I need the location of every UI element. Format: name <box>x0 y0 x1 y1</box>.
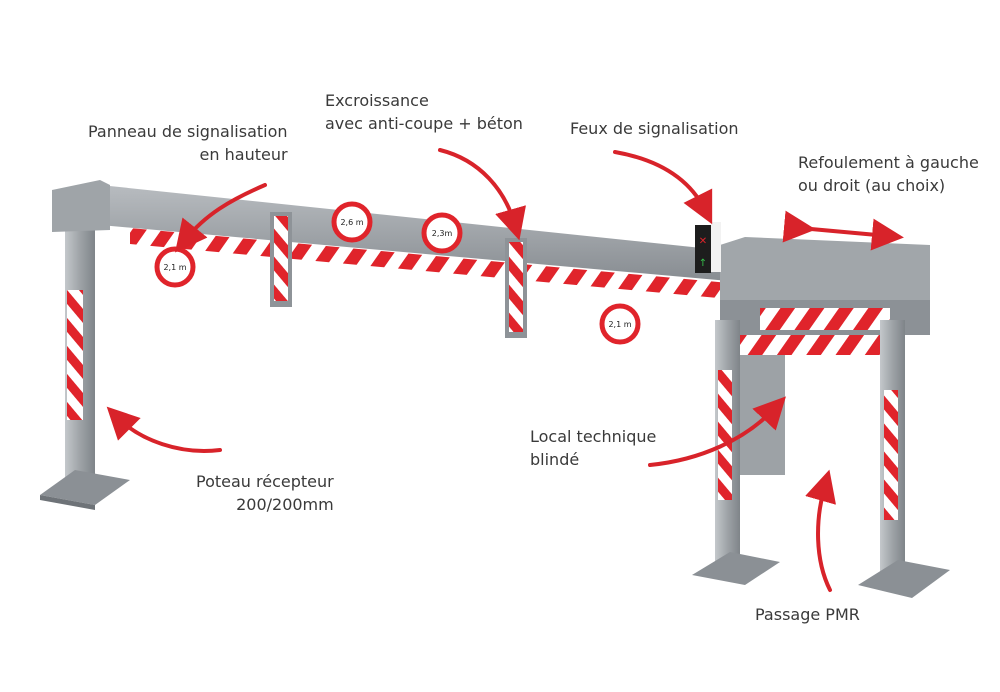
label-refoulement-line2: ou droit (au choix) <box>798 176 946 195</box>
sign-1: 2,1 m <box>154 246 196 288</box>
main-beam <box>52 180 740 300</box>
label-passage: Passage PMR <box>755 603 860 626</box>
label-poteau-line1: Poteau récepteur <box>196 472 334 491</box>
sign-label-sign4: 2,1 m <box>608 320 631 329</box>
arrow-panneau <box>175 183 267 253</box>
sign-4: 2,1 m <box>599 303 641 345</box>
label-excroissance-line1: Excroissance <box>325 91 429 110</box>
svg-text:↑: ↑ <box>699 258 707 269</box>
sign-label-sign2: 2,6 m <box>340 218 363 227</box>
label-refoulement-line1: Refoulement à gauche <box>798 153 979 172</box>
label-excroissance-line2: avec anti-coupe + béton <box>325 114 523 133</box>
label-poteau-line2: 200/200mm <box>236 495 334 514</box>
sign-2: 2,6 m <box>331 201 373 243</box>
sign-3: 2,3m <box>421 212 463 254</box>
traffic-light: ✕ ↑ <box>695 222 721 273</box>
arrow-passage <box>805 469 836 592</box>
label-refoulement: Refoulement à gauche ou droit (au choix) <box>798 151 979 197</box>
label-local-line1: Local technique <box>530 427 657 446</box>
label-local-line2: blindé <box>530 450 580 469</box>
label-panneau-line2: en hauteur <box>199 145 288 164</box>
label-local: Local technique blindé <box>530 425 656 471</box>
arrow-poteau <box>106 406 222 453</box>
svg-text:✕: ✕ <box>699 236 707 247</box>
label-feux: Feux de signalisation <box>570 117 739 140</box>
label-excroissance: Excroissance avec anti-coupe + béton <box>325 89 523 135</box>
hanging-plate-1 <box>270 212 292 307</box>
arrow-refoulement <box>782 210 904 251</box>
label-poteau: Poteau récepteur 200/200mm <box>196 470 334 516</box>
hanging-plate-2 <box>505 238 527 338</box>
arrow-local <box>648 396 786 467</box>
label-feux-line1: Feux de signalisation <box>570 119 739 138</box>
arrow-excroissance <box>438 148 526 241</box>
label-passage-line1: Passage PMR <box>755 605 860 624</box>
left-post <box>40 210 130 510</box>
technical-housing <box>692 237 950 598</box>
sign-label-sign1: 2,1 m <box>163 263 186 272</box>
label-panneau: Panneau de signalisation en hauteur <box>88 120 288 166</box>
sign-label-sign3: 2,3m <box>432 229 453 238</box>
arrow-feux <box>613 150 713 225</box>
label-panneau-line1: Panneau de signalisation <box>88 122 288 141</box>
